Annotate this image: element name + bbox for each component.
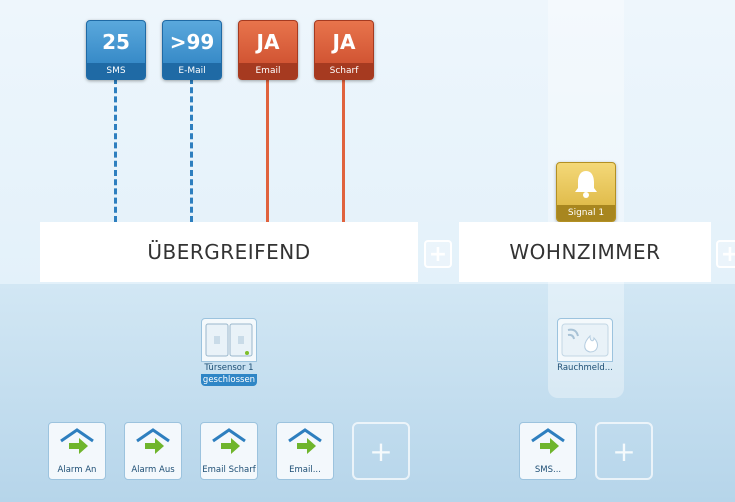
room-header-uebergreifend[interactable]: ÜBERGREIFEND — [40, 222, 418, 282]
sms-connector-line — [114, 78, 117, 222]
add-action-button-wohnzimmer[interactable]: + — [595, 422, 653, 480]
action-alarm-aus[interactable]: Alarm Aus — [124, 422, 182, 480]
email-connector-line — [266, 78, 269, 222]
action-label: Alarm Aus — [131, 465, 175, 475]
email-count-connector-line — [190, 78, 193, 222]
add-room-button-right[interactable]: + — [716, 240, 735, 268]
door-sensor-icon — [201, 318, 257, 362]
action-label: Email Scharf — [202, 465, 256, 475]
signal-badge[interactable]: Signal 1 — [556, 162, 616, 222]
email-count-badge[interactable]: >99 E-Mail — [162, 20, 222, 80]
action-label: Email... — [289, 465, 321, 475]
add-room-button[interactable]: + — [424, 240, 452, 268]
house-arrow-icon — [520, 423, 576, 463]
badge-value: >99 — [169, 30, 215, 54]
action-alarm-an[interactable]: Alarm An — [48, 422, 106, 480]
action-label: Alarm An — [57, 465, 97, 475]
badge-value: JA — [256, 30, 280, 54]
smoke-detector-icon — [557, 318, 613, 362]
house-arrow-icon — [277, 423, 333, 463]
badge-label: Email — [239, 63, 297, 79]
scharf-connector-line — [342, 78, 345, 222]
badge-label: SMS — [87, 63, 145, 79]
device-name: Rauchmeld... — [557, 363, 613, 373]
device-name: Türsensor 1 — [204, 363, 254, 373]
signal-label: Signal 1 — [557, 205, 615, 221]
bell-icon — [557, 163, 615, 205]
room-header-wohnzimmer[interactable]: WOHNZIMMER — [459, 222, 711, 282]
add-action-button[interactable]: + — [352, 422, 410, 480]
house-arrow-icon — [201, 423, 257, 463]
smoke-detector-device[interactable]: Rauchmeld... — [557, 318, 613, 374]
house-arrow-icon — [49, 423, 105, 463]
badge-value: JA — [332, 30, 356, 54]
house-arrow-icon — [125, 423, 181, 463]
badge-label: Scharf — [315, 63, 373, 79]
badge-value: 25 — [102, 30, 130, 54]
sms-badge[interactable]: 25 SMS — [86, 20, 146, 80]
email-badge[interactable]: JA Email — [238, 20, 298, 80]
scharf-badge[interactable]: JA Scharf — [314, 20, 374, 80]
action-email[interactable]: Email... — [276, 422, 334, 480]
action-sms[interactable]: SMS... — [519, 422, 577, 480]
action-label: SMS... — [534, 465, 562, 475]
badge-label: E-Mail — [163, 63, 221, 79]
door-sensor-device[interactable]: Türsensor 1 geschlossen — [201, 318, 257, 386]
action-email-scharf[interactable]: Email Scharf — [200, 422, 258, 480]
device-state: geschlossen — [201, 374, 257, 386]
